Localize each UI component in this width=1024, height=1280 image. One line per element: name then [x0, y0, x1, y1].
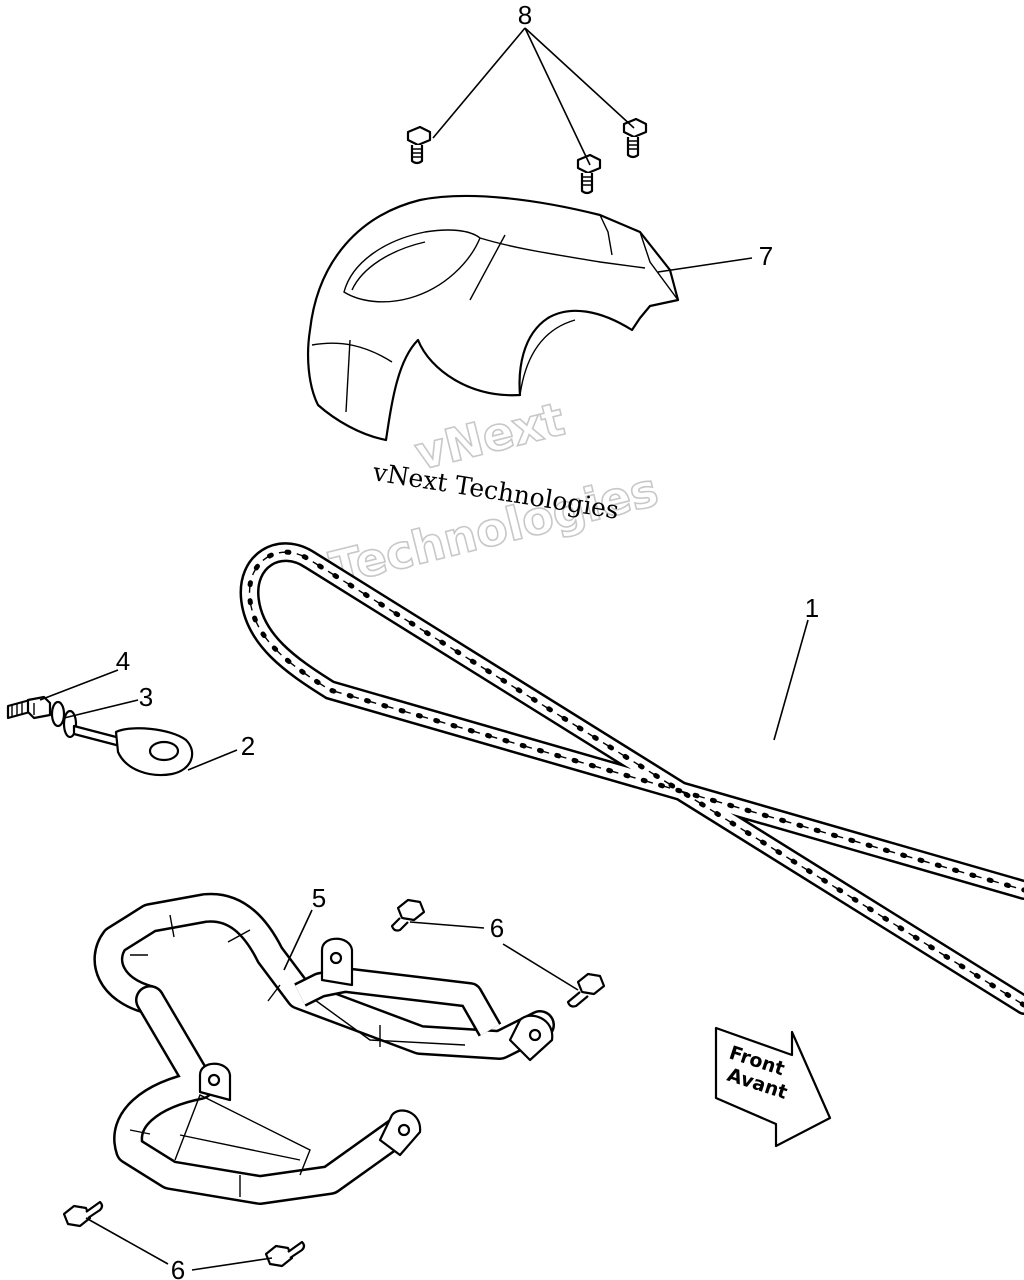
- footrest-frame-5: [93, 892, 555, 1205]
- roller-chain-1: [239, 542, 1024, 1015]
- callout-1: 1: [805, 593, 819, 623]
- callout-6: 6: [490, 913, 504, 943]
- bolt-6d: [264, 1240, 306, 1268]
- bolt-8b: [576, 153, 602, 195]
- adjuster-eyebolt-2: [114, 727, 194, 777]
- adjuster-assembly: [6, 695, 194, 777]
- callouts: 8 7 1 4 3 2 5 6 6: [116, 0, 819, 1280]
- washer-3: [50, 700, 78, 739]
- callout-4: 4: [116, 646, 130, 676]
- front-direction-arrow: Front Avant: [714, 1026, 832, 1148]
- callout-8: 8: [518, 0, 532, 30]
- callout-3: 3: [139, 682, 153, 712]
- bolt-6c: [62, 1200, 104, 1228]
- callout-6-lower: 6: [171, 1255, 185, 1280]
- callout-5: 5: [312, 883, 326, 913]
- adjuster-nut-4: [26, 695, 52, 720]
- bolt-6a: [390, 898, 426, 932]
- callout-2: 2: [241, 731, 255, 761]
- bolt-6b: [566, 972, 606, 1008]
- chain-guard-7: [306, 194, 680, 442]
- leader-lines: [39, 27, 809, 1271]
- bolt-8a: [406, 125, 432, 165]
- bolt-8c: [622, 117, 648, 159]
- callout-7: 7: [759, 241, 773, 271]
